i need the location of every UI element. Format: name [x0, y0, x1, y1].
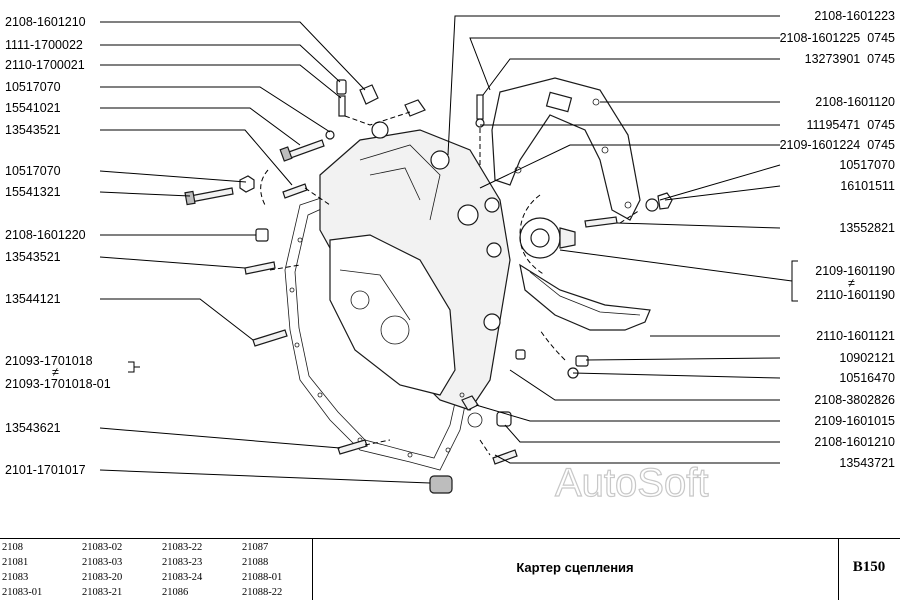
callout-label: 10516470	[839, 371, 895, 385]
callout-label: 2110-1601190	[816, 288, 895, 302]
clutch-housing-drawing	[284, 121, 511, 471]
callout-label: 13543521	[5, 123, 61, 137]
boss-mid	[457, 204, 479, 226]
callout-label: 15541021	[5, 101, 61, 115]
callout-label: 21093-1701018	[5, 354, 93, 368]
callout-label: 2109-1601015	[814, 414, 895, 428]
rib-3	[339, 269, 411, 321]
bushing-2101-1701017	[429, 475, 453, 494]
model-code: 21087	[242, 542, 269, 553]
callout-label: 2110-1601121	[816, 329, 895, 343]
boss-upper-left	[371, 121, 389, 139]
callout-label: 13544121	[5, 292, 61, 306]
model-code: 21083-24	[162, 572, 203, 583]
footer-divider	[0, 538, 900, 539]
flywheel-shield	[519, 263, 651, 331]
model-code: 21083-23	[162, 557, 203, 568]
callout-label: 2108-1601225 0745	[780, 31, 895, 45]
callout-label: 10902121	[839, 351, 895, 365]
callout-label: 2110-1700021	[5, 58, 85, 72]
model-code: 21083-02	[82, 542, 123, 553]
alt-marker: ≠	[52, 365, 59, 379]
callout-label: 13552821	[839, 221, 895, 235]
callout-label: 2108-1601210	[814, 435, 895, 449]
watermark: AutoSoft	[555, 461, 708, 505]
callout-label: 10517070	[5, 80, 61, 94]
model-code: 21088	[242, 557, 269, 568]
boss-right-1	[484, 197, 500, 213]
model-code: 21083-20	[82, 572, 123, 583]
model-code: 21083-21	[82, 587, 123, 598]
boss-top	[430, 150, 450, 170]
callout-label: 2108-3802826	[814, 393, 895, 407]
rib-1	[359, 144, 441, 221]
callouts-right: 2108-1601223 2108-1601225 0745 13273901 …	[780, 9, 895, 470]
callout-label: 2108-1601210	[5, 15, 86, 29]
leader-lines	[99, 15, 798, 484]
callout-label: 10517070	[5, 164, 61, 178]
footer-divider	[312, 538, 313, 600]
boss-right-2	[486, 242, 502, 258]
callout-label: 2108-1601220	[5, 228, 86, 242]
callout-label: 11195471 0745	[806, 118, 895, 132]
nut-2108-1601220	[255, 228, 269, 242]
model-code: 21083	[2, 572, 29, 583]
footer-divider	[838, 538, 839, 600]
cover-flange	[519, 217, 576, 259]
title-block: 2108 21083-02 21083-22 21087 21081 21083…	[0, 538, 900, 600]
bearing-seat	[380, 315, 410, 345]
callout-label: 13543721	[839, 456, 895, 470]
callout-label: 2109-1601224 0745	[780, 138, 895, 152]
model-code: 2108	[2, 542, 23, 553]
callout-label: 1111-1700022	[5, 38, 83, 52]
model-code: 21083-03	[82, 557, 123, 568]
clutch-cover-plate	[491, 77, 641, 221]
housing-bell	[329, 234, 456, 396]
callout-label: 13273901 0745	[805, 52, 895, 66]
model-code: 21083-22	[162, 542, 203, 553]
callout-label: 10517070	[839, 158, 895, 172]
model-list: 2108 21083-02 21083-22 21087 21081 21083…	[0, 540, 312, 600]
model-code: 21088-01	[242, 572, 283, 583]
nut-left	[239, 175, 255, 193]
callout-label: 2109-1601190	[815, 264, 895, 278]
model-code: 21088-22	[242, 587, 283, 598]
alt-marker: ≠	[848, 276, 855, 290]
callout-label: 15541321	[5, 185, 61, 199]
diagram-title: Картер сцепления	[516, 560, 634, 575]
model-code: 21081	[2, 557, 29, 568]
boss-low	[483, 313, 501, 331]
callout-label: 16101511	[840, 179, 895, 193]
callout-label: 2101-1701017	[5, 463, 86, 477]
fasteners	[184, 79, 673, 494]
callouts-left: 2108-1601210 1111-1700022 2110-1700021 1…	[5, 15, 111, 477]
page-code: B150	[852, 559, 886, 575]
boss-bottom	[467, 412, 483, 428]
callout-label: 13543621	[5, 421, 61, 435]
callout-label: 21093-1701018-01	[5, 377, 111, 391]
callout-label: 2108-1601120	[815, 95, 895, 109]
boss-inner	[350, 290, 370, 310]
assembly-lines	[260, 111, 641, 456]
model-code: 21086	[162, 587, 189, 598]
rib-2	[369, 167, 421, 201]
model-code: 21083-01	[2, 587, 43, 598]
parts-diagram: AutoSoft 2108-	[5, 9, 895, 506]
callout-label: 2108-1601223	[814, 9, 895, 23]
callout-label: 13543521	[5, 250, 61, 264]
